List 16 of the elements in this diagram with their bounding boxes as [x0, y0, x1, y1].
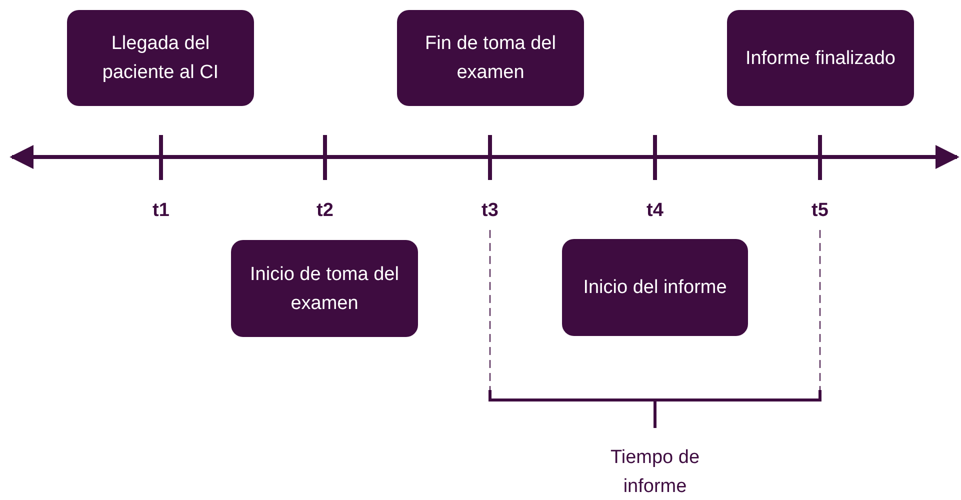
event-box — [231, 240, 418, 337]
event-box — [397, 10, 584, 106]
event-label: Informe finalizado — [746, 46, 896, 70]
event-box — [562, 239, 748, 336]
event-label: Inicio de toma del examen — [249, 262, 400, 316]
event-box — [67, 10, 254, 106]
event-label: Llegada del paciente al CI — [101, 32, 220, 85]
time-label: t1 — [152, 200, 170, 222]
event-label: Inicio del informe — [583, 276, 727, 300]
time-label: t2 — [316, 200, 334, 222]
event-label: Fin de toma del examen — [424, 32, 557, 85]
time-label: t4 — [646, 200, 664, 222]
event-box — [727, 10, 914, 106]
time-label: t5 — [812, 200, 828, 222]
interval-label: Tiempo de informe — [609, 446, 701, 499]
time-label: t3 — [482, 200, 498, 222]
